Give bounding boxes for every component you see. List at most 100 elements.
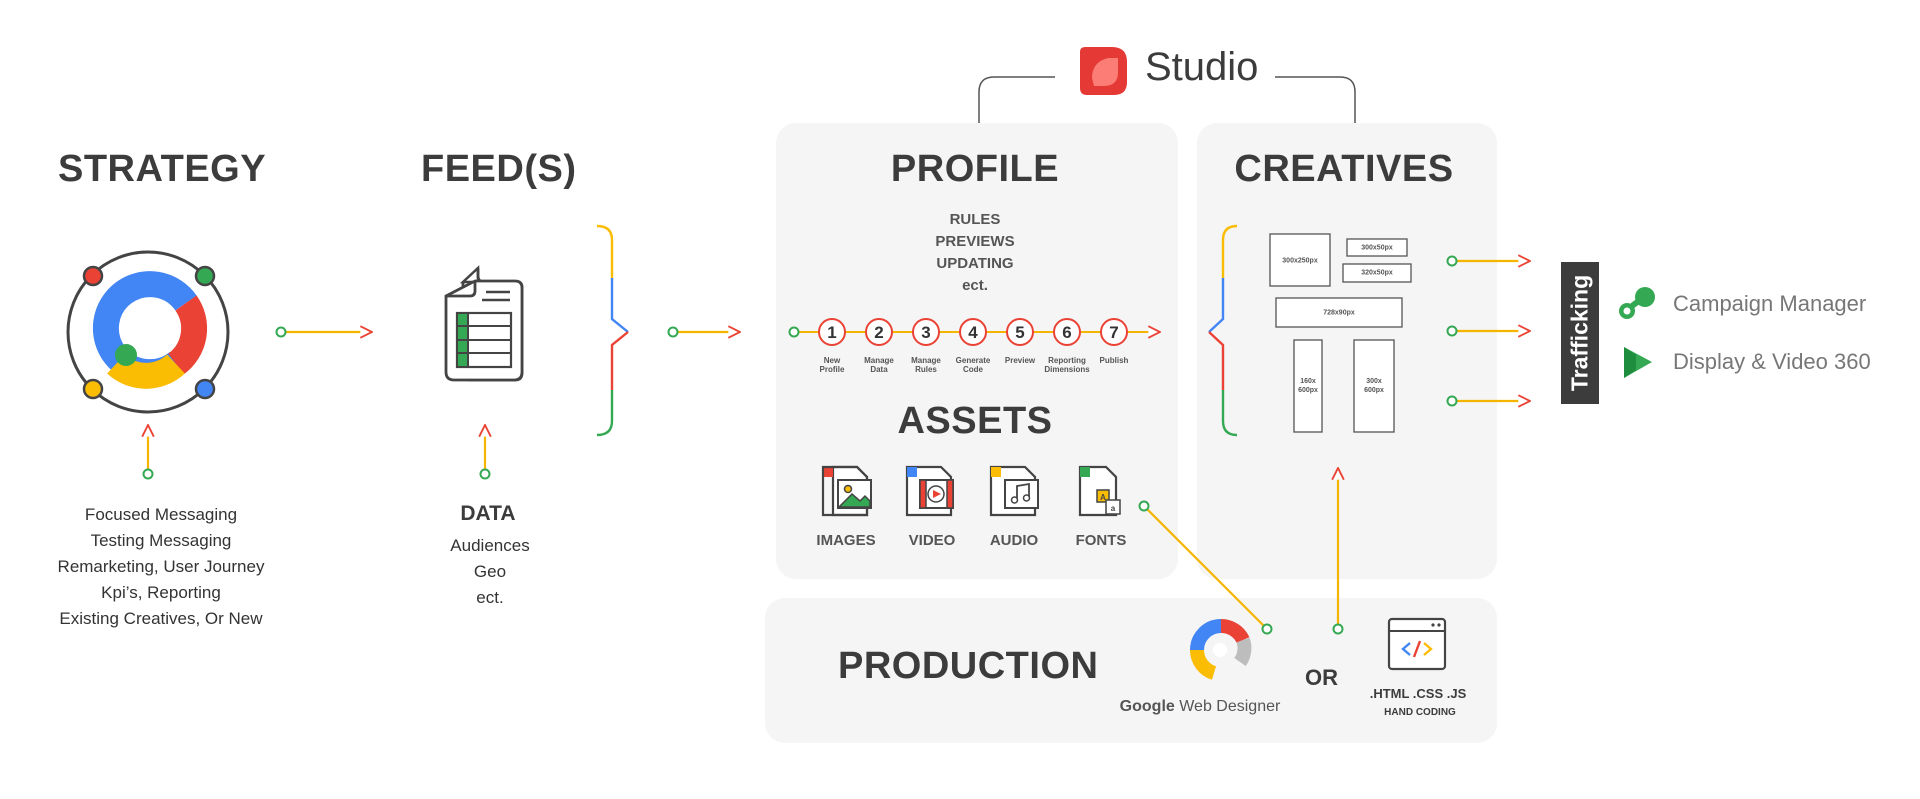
size-728x90: 728x90px (1323, 309, 1355, 317)
code-types-label: .HTML .CSS .JS (1369, 686, 1467, 701)
profile-item: ect. (962, 277, 988, 294)
size-300x600-line: 300x (1366, 378, 1382, 385)
asset-label-images: IMAGES (816, 532, 876, 549)
size-160x600: 160x 600px (1298, 377, 1318, 395)
arrow-production-to-creatives (1334, 468, 1343, 635)
step-circle (818, 318, 846, 346)
or-label: OR (1305, 665, 1338, 690)
step-label-line: New (823, 356, 841, 365)
display-video-360-label: Display & Video 360 (1673, 349, 1871, 374)
step-label-line: Code (963, 365, 983, 374)
asset-label-fonts: FONTS (1075, 532, 1127, 549)
studio-bracket-right (1275, 76, 1356, 123)
step-circle (865, 318, 893, 346)
step-circle (1053, 318, 1081, 346)
trafficking-bar (1561, 262, 1599, 404)
assets-heading: ASSETS (897, 400, 1053, 442)
strategy-orbit-icon (66, 250, 230, 414)
size-160x600-line: 600px (1298, 387, 1318, 394)
feeds-heading: FEED(S) (421, 148, 577, 190)
profile-heading: PROFILE (890, 148, 1060, 190)
step-label-line: Profile (819, 365, 845, 374)
step-label: Preview (994, 356, 1046, 365)
display-video-360-icon (1624, 347, 1652, 378)
arrow-up-data (481, 425, 490, 480)
audio-file-icon (989, 465, 1039, 517)
gwd-label-google: Google (1119, 698, 1175, 715)
step-label-line: Manage (911, 356, 941, 365)
campaign-manager-label: Campaign Manager (1673, 291, 1867, 316)
data-title: DATA (460, 502, 516, 525)
step-label-line: Reporting (1048, 356, 1086, 365)
creatives-bracket (1208, 224, 1238, 437)
connector-fonts-to-gwd (1138, 500, 1273, 635)
arrow-feeds-to-profile (667, 328, 741, 337)
data-item: Audiences (450, 536, 530, 555)
step-number: 4 (968, 323, 978, 342)
step-number: 1 (827, 323, 837, 342)
profile-item: RULES (949, 211, 1001, 228)
strategy-list: Focused Messaging Testing Messaging Rema… (58, 502, 265, 632)
step-label: Publish (1088, 356, 1140, 365)
step-circle (959, 318, 987, 346)
size-300x600-line: 600px (1364, 387, 1384, 394)
feeds-bracket (596, 224, 629, 437)
data-item: ect. (476, 588, 504, 607)
step-label-line: Data (870, 365, 888, 374)
profile-item: UPDATING (936, 255, 1014, 272)
step-circle (1100, 318, 1128, 346)
step-number: 3 (921, 323, 931, 342)
step-label-line: Preview (1004, 356, 1036, 365)
step-number: 2 (874, 323, 884, 342)
arrow-strategy-to-feeds (275, 328, 373, 337)
data-list: Audiences Geo ect. (450, 533, 529, 611)
studio-bracket (978, 76, 1055, 123)
arrow-up-strategy (144, 425, 153, 480)
strategy-item: Existing Creatives, Or New (59, 609, 263, 628)
asset-label-video: VIDEO (908, 532, 956, 549)
trafficking-label: Trafficking (1566, 274, 1593, 392)
fonts-file-icon: A a (1078, 465, 1121, 517)
production-heading: PRODUCTION (838, 645, 1099, 687)
creatives-heading: CREATIVES (1234, 148, 1454, 190)
size-300x50: 300x50px (1361, 244, 1393, 252)
video-file-icon (905, 465, 954, 517)
step-circle (912, 318, 940, 346)
arrows-creatives-to-trafficking (1446, 257, 1531, 406)
size-300x600: 300x 600px (1364, 377, 1384, 395)
production-panel (765, 598, 1497, 743)
profile-step-circles (818, 318, 1128, 346)
step-label-line: Dimensions (1044, 365, 1090, 374)
asset-label-audio: AUDIO (989, 532, 1039, 549)
size-160x600-line: 160x (1300, 378, 1316, 385)
strategy-item: Testing Messaging (90, 531, 232, 550)
svg-text:A: A (1100, 493, 1106, 502)
svg-text:a: a (1111, 504, 1116, 513)
step-circle (1006, 318, 1034, 346)
code-browser-icon (1387, 617, 1447, 671)
strategy-item: Remarketing, User Journey (57, 557, 265, 576)
gwd-label: Google Web Designer (1120, 698, 1281, 716)
step-label-line: Generate (955, 356, 991, 365)
step-label-line: Manage (864, 356, 894, 365)
step-label-line: Rules (915, 365, 937, 374)
size-300x250: 300x250px (1282, 257, 1318, 265)
step-number: 5 (1015, 323, 1025, 342)
feed-sheet-icon (444, 265, 524, 382)
studio-logo-icon (1080, 47, 1127, 95)
creatives-panel (1197, 123, 1497, 579)
profile-items: RULES PREVIEWS UPDATING ect. (935, 209, 1014, 297)
step-label-line: Publish (1099, 356, 1129, 365)
strategy-item: Kpi’s, Reporting (101, 583, 221, 602)
images-file-icon (821, 465, 872, 517)
campaign-manager-icon (1619, 287, 1655, 319)
creative-size-boxes (1269, 233, 1412, 433)
profile-item: PREVIEWS (935, 233, 1015, 250)
google-web-designer-icon (1189, 618, 1252, 680)
hand-coding-label: HAND CODING (1384, 707, 1456, 718)
studio-title: Studio (1145, 45, 1259, 89)
